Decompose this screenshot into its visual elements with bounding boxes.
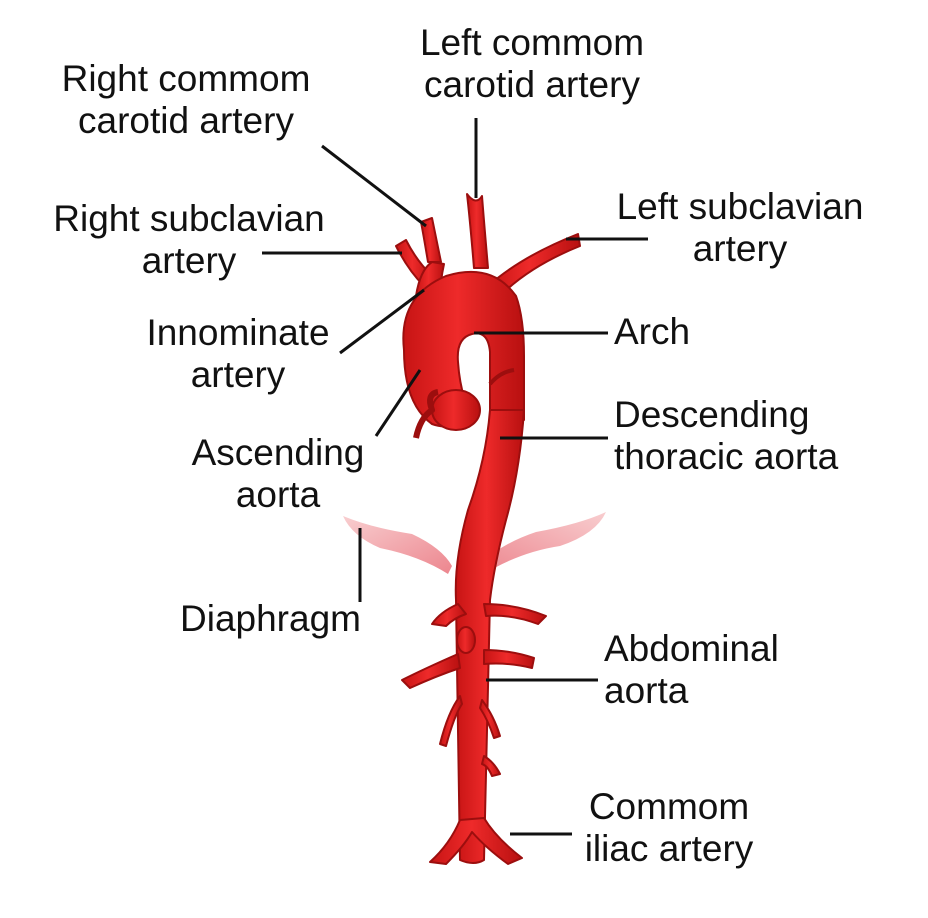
descending-aorta [454,409,525,864]
label-arch: Arch [614,311,691,352]
leader-ascending-aorta [374,369,422,437]
aortic-root [431,389,481,431]
label-common-iliac: Commom iliac artery [584,786,754,869]
renal-branch-right [483,649,535,669]
leader-lines [262,118,648,836]
celiac-branch-left [431,603,467,627]
label-left-subclavian: Left subclavian artery [616,186,864,269]
label-right-common-carotid: Right commom carotid artery [61,58,311,141]
label-diaphragm: Diaphragm [180,598,361,639]
diaphragm-shape [343,512,606,574]
label-ascending-aorta: Ascending aorta [191,432,365,515]
left-common-carotid-branch [466,193,489,269]
label-left-common-carotid: Left commom carotid artery [419,22,645,105]
right-common-carotid-branch [420,217,442,263]
celiac-branch-right [483,603,547,625]
label-right-subclavian: Right subclavian artery [53,198,325,281]
iliac-bifurcation [429,817,523,865]
leader-innominate [339,288,425,355]
renal-branch-left [401,653,461,689]
label-innominate: Innominate artery [146,312,330,395]
label-abdominal-aorta: Abdominal aorta [604,628,779,711]
leader-right-common-carotid [321,144,427,228]
aorta-illustration [395,193,581,865]
label-descending-thoracic-aorta: Descending thoracic aorta [614,394,839,477]
